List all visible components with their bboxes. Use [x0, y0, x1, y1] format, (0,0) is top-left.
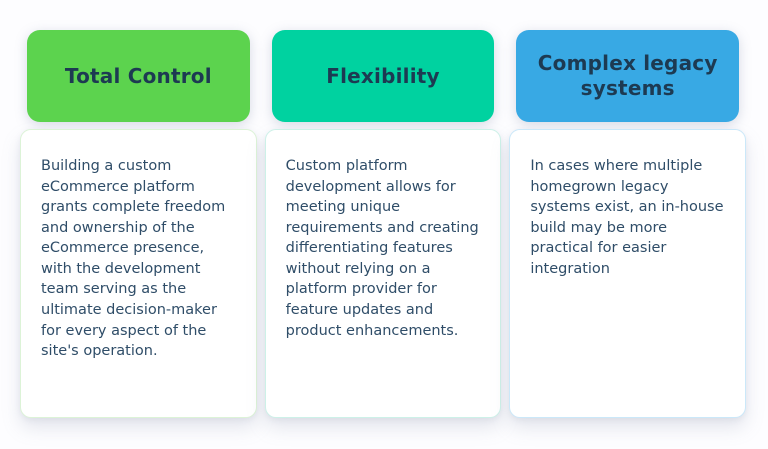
card-title: Total Control	[64, 63, 212, 88]
card-title: Flexibility	[326, 63, 440, 88]
card-total-control: Total Control Building a custom eCommerc…	[20, 30, 257, 449]
card-header: Complex legacy systems	[516, 30, 740, 122]
card-body-text: Building a custom eCommerce platform gra…	[41, 158, 226, 360]
card-header: Flexibility	[271, 30, 495, 122]
card-body-text: In cases where multiple homegrown legacy…	[530, 158, 724, 277]
card-body: Building a custom eCommerce platform gra…	[20, 129, 257, 418]
card-body-text: Custom platform development allows for m…	[285, 158, 479, 339]
card-body: Custom platform development allows for m…	[264, 129, 502, 418]
card-header: Total Control	[27, 30, 250, 122]
card-title: Complex legacy systems	[537, 51, 718, 100]
card-flexibility: Flexibility Custom platform development …	[264, 30, 502, 449]
card-complex-legacy-systems: Complex legacy systems In cases where mu…	[509, 30, 747, 449]
card-body: In cases where multiple homegrown legacy…	[509, 129, 747, 418]
